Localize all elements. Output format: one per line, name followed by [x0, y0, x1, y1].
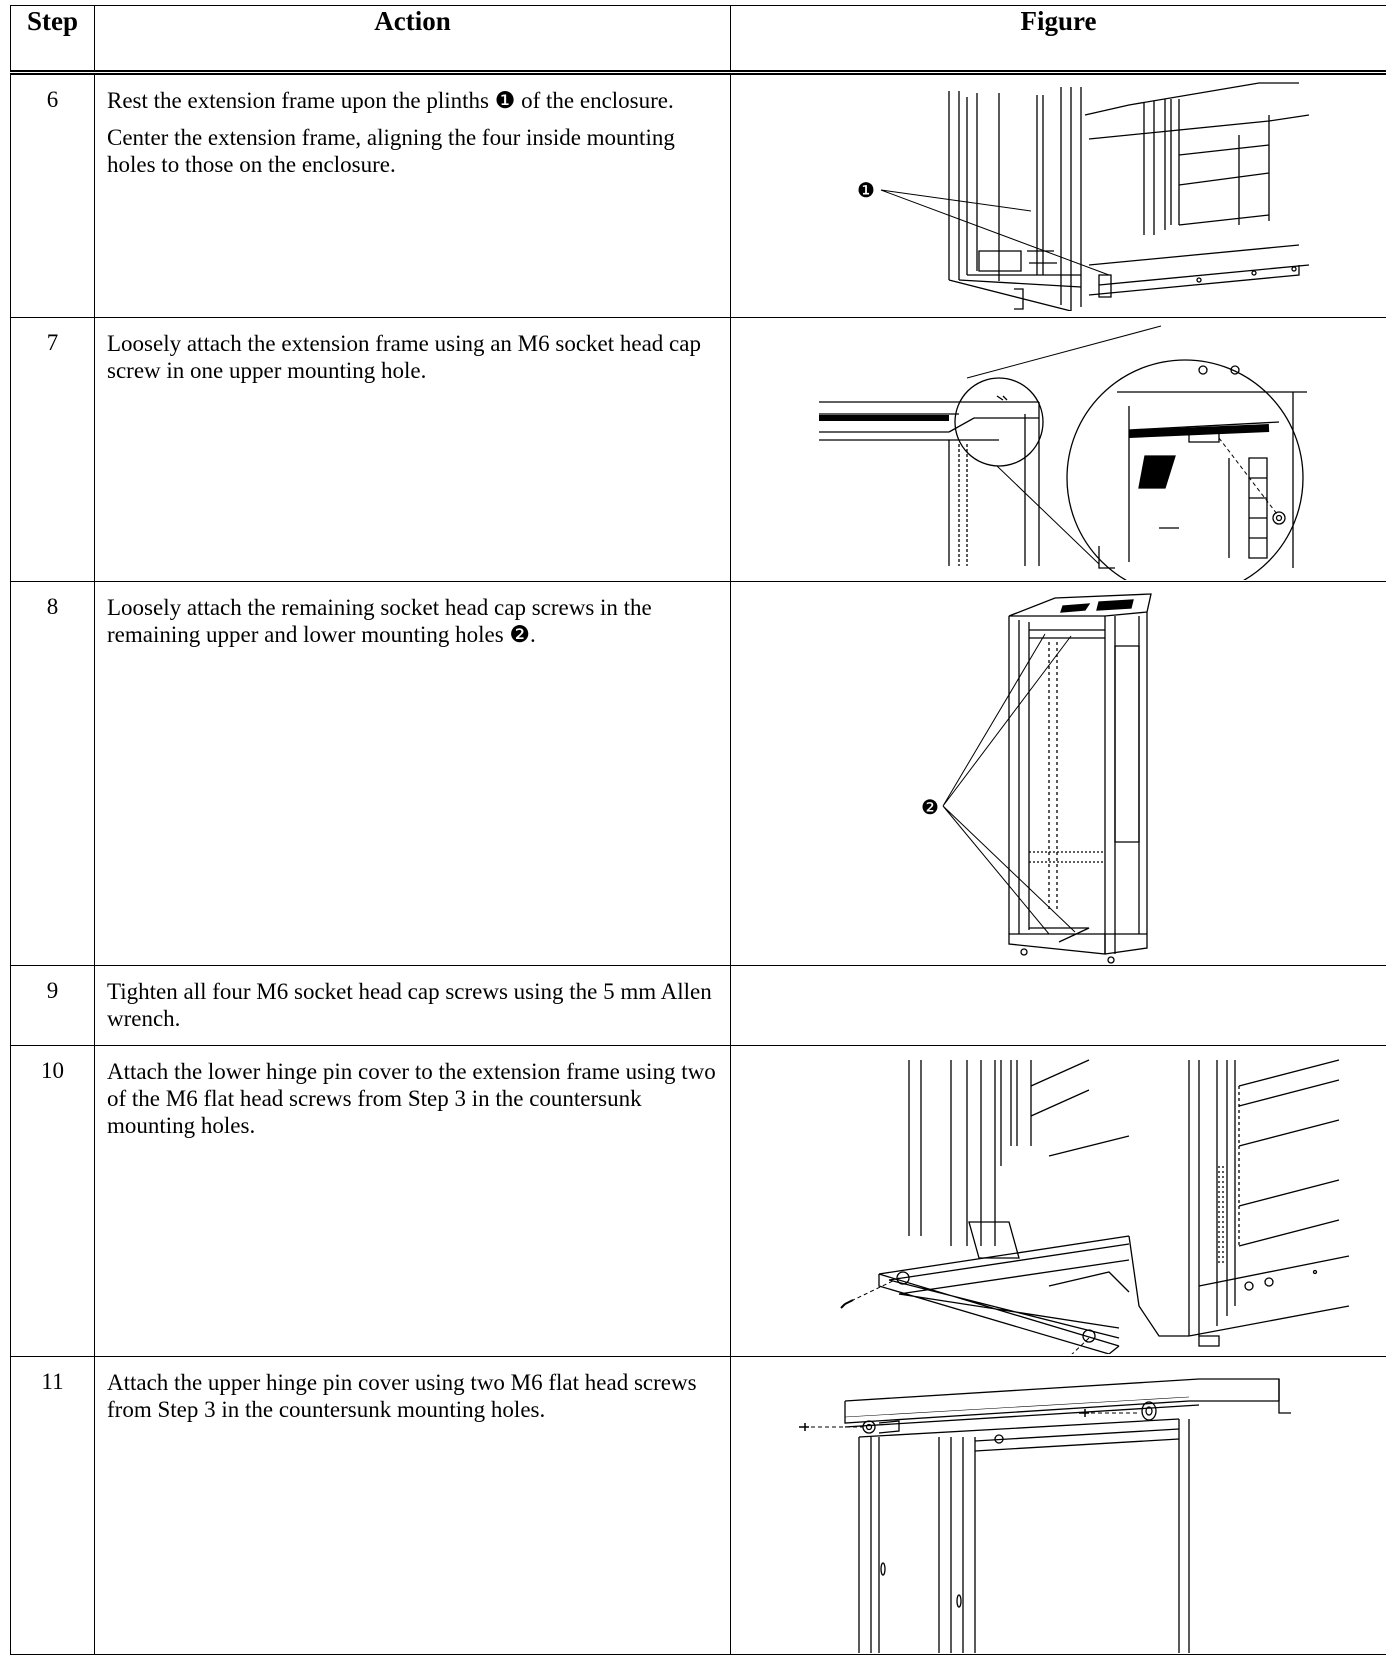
- procedure-table: Step Action Figure 6 Rest the extension …: [10, 5, 1386, 1655]
- table-row: 11 Attach the upper hinge pin cover usin…: [11, 1357, 1386, 1655]
- upper-hinge-pin-cover-illustration: [779, 1357, 1339, 1653]
- step-figure: ❶: [731, 73, 1386, 318]
- step-action: Attach the lower hinge pin cover to the …: [95, 1046, 731, 1357]
- header-action: Action: [95, 6, 731, 73]
- step-figure: [731, 1046, 1386, 1357]
- table-row: 6 Rest the extension frame upon the plin…: [11, 73, 1386, 318]
- callout-1: ❶: [857, 178, 875, 202]
- step-action: Rest the extension frame upon the plinth…: [95, 73, 731, 318]
- step-number: 11: [11, 1357, 95, 1655]
- action-text: Attach the upper hinge pin cover using t…: [107, 1369, 718, 1423]
- step-action: Tighten all four M6 socket head cap scre…: [95, 966, 731, 1046]
- action-text: Loosely attach the extension frame using…: [107, 330, 718, 384]
- header-step: Step: [11, 6, 95, 73]
- step-number: 7: [11, 318, 95, 582]
- callout-2: ❷: [921, 795, 939, 819]
- upper-mounting-hole-zoom-illustration: [799, 318, 1319, 580]
- step-number: 10: [11, 1046, 95, 1357]
- header-row: Step Action Figure: [11, 6, 1386, 73]
- step-figure-empty: [731, 966, 1386, 1046]
- action-text: Center the extension frame, aligning the…: [107, 124, 718, 178]
- lower-hinge-pin-cover-illustration: [749, 1046, 1369, 1354]
- step-number: 9: [11, 966, 95, 1046]
- step-figure: [731, 318, 1386, 582]
- step-number: 8: [11, 582, 95, 966]
- action-text: Attach the lower hinge pin cover to the …: [107, 1058, 718, 1139]
- step-action: Loosely attach the extension frame using…: [95, 318, 731, 582]
- enclosure-mounting-holes-illustration: ❷: [849, 582, 1269, 964]
- table-row: 9 Tighten all four M6 socket head cap sc…: [11, 966, 1386, 1046]
- action-text: Loosely attach the remaining socket head…: [107, 594, 718, 648]
- table-row: 7 Loosely attach the extension frame usi…: [11, 318, 1386, 582]
- action-text: Rest the extension frame upon the plinth…: [107, 87, 718, 114]
- header-figure: Figure: [731, 6, 1386, 73]
- extension-frame-plinths-illustration: ❶: [799, 75, 1319, 311]
- step-figure: ❷: [731, 582, 1386, 966]
- step-figure: [731, 1357, 1386, 1655]
- step-action: Loosely attach the remaining socket head…: [95, 582, 731, 966]
- table-row: 10 Attach the lower hinge pin cover to t…: [11, 1046, 1386, 1357]
- action-text: Tighten all four M6 socket head cap scre…: [107, 978, 718, 1032]
- step-action: Attach the upper hinge pin cover using t…: [95, 1357, 731, 1655]
- table-row: 8 Loosely attach the remaining socket he…: [11, 582, 1386, 966]
- step-number: 6: [11, 73, 95, 318]
